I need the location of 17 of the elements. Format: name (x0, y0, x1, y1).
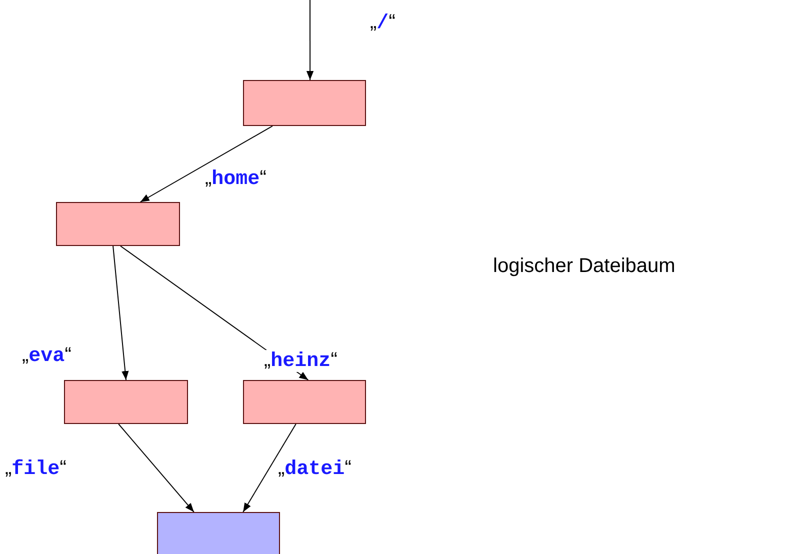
caption: logischer Dateibaum (493, 255, 676, 278)
directory-box (157, 512, 280, 554)
arrow (140, 126, 274, 202)
arrow (112, 246, 129, 380)
edge-label: „/“ (370, 12, 396, 34)
edge-label: „home“ (205, 168, 266, 190)
edge-label: „heinz“ (264, 350, 338, 372)
edge-label: „datei“ (278, 458, 352, 480)
arrow (118, 424, 194, 512)
edge-label: „file“ (5, 458, 66, 480)
edge-label: „eva“ (22, 345, 72, 367)
arrow (306, 0, 314, 80)
directory-box (243, 80, 366, 126)
directory-box (56, 202, 180, 246)
directory-box (64, 380, 188, 424)
arrow (242, 424, 296, 512)
directory-box (243, 380, 366, 424)
